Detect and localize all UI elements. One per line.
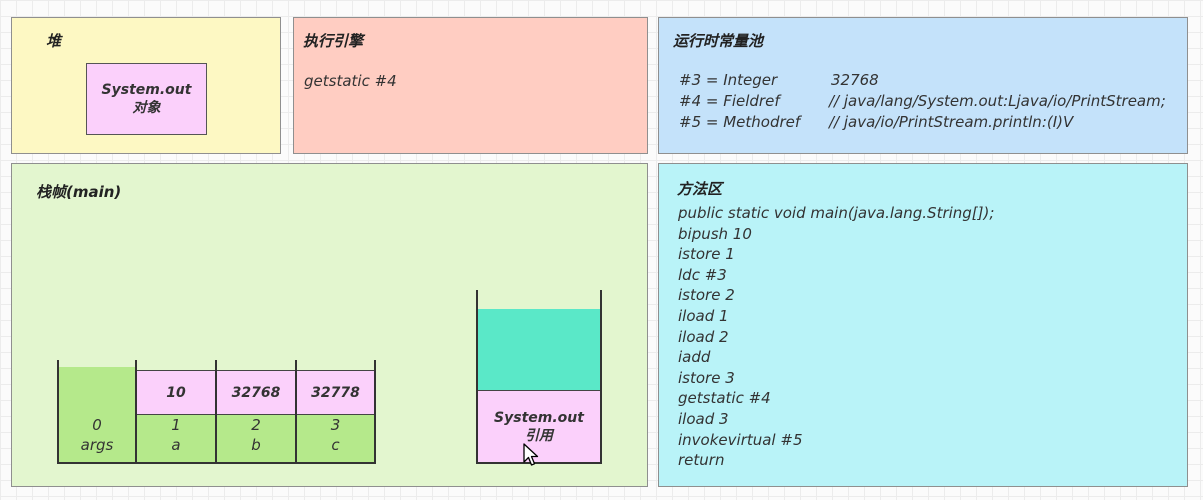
constant-pool-value: // java/io/PrintStream.println:(I)V [829,113,1074,131]
operand-entry-label: System.out [494,410,584,426]
local-slot-value: 32778 [297,370,374,415]
bytecode-line: iload 1 [678,307,729,325]
local-slot-index: 3 [330,416,341,434]
operand-entry-type: 引用 [525,428,553,444]
constant-pool-ref: #4 = Fieldref [679,92,780,110]
local-slot-1: 1 a [137,415,215,463]
constant-pool-title: 运行时常量池 [673,32,764,50]
local-slot-0: 0 args [59,367,135,463]
execution-engine-panel: 执行引擎 getstatic #4 [293,17,648,154]
slot-divider [374,360,376,464]
execution-engine-title: 执行引擎 [303,32,364,50]
constant-pool-value: // java/lang/System.out:Ljava/io/PrintSt… [829,92,1166,110]
system-out-object-type: 对象 [132,100,161,116]
constant-pool-value: 32768 [831,71,879,89]
local-slot-value: 10 [137,370,215,415]
stack-frame-panel: 栈帧(main) 0 args 10 1 a 32768 2 b 32778 3… [11,163,648,487]
heap-panel: 堆 System.out 对象 [11,17,281,154]
slot-divider [295,360,297,464]
bytecode-line: iadd [678,348,711,367]
mouse-cursor-icon [523,443,539,466]
system-out-object-label: System.out [101,82,192,98]
method-area-title: 方法区 [677,180,723,198]
bytecode-line: bipush 10 [678,224,752,243]
operand-stack-base [476,462,602,464]
bytecode-line: istore 2 [678,286,735,305]
heap-title: 堆 [46,32,62,50]
local-slot-name: b [251,436,261,454]
operand-stack-wall [476,290,478,464]
operand-stack-wall [600,290,602,464]
bytecode-line: istore 1 [678,245,735,264]
bytecode-line: iload 3 [678,410,729,428]
local-slot-name: a [171,436,181,454]
local-table-base [57,462,376,464]
local-slot-index: 2 [251,416,261,434]
bytecode-line: istore 3 [678,368,735,387]
bytecode-line: getstatic #4 [678,389,771,408]
bytecode-line: iload 2 [678,327,729,346]
local-slot-name: c [331,436,340,454]
bytecode-line: ldc #3 [678,265,727,284]
constant-pool-ref: #3 = Integer [679,71,778,89]
slot-divider [135,360,137,464]
runtime-constant-pool-panel: 运行时常量池 #3 = Integer 32768 #4 = Fieldref … [658,17,1188,154]
slot-divider [57,360,59,464]
bytecode-line: return [678,451,725,470]
method-area-panel: 方法区 public static void main(java.lang.St… [658,163,1188,487]
local-slot-index: 0 [92,416,102,434]
operand-stack-empty-slot [478,309,600,390]
system-out-object: System.out 对象 [86,63,207,135]
operand-stack-entry: System.out 引用 [478,390,600,463]
local-slot-3: 3 c [297,415,374,463]
slot-divider [215,360,217,464]
current-instruction: getstatic #4 [304,72,397,90]
local-slot-2: 2 b [217,415,295,463]
local-slot-index: 1 [171,416,181,434]
bytecode-line: public static void main(java.lang.String… [678,204,995,222]
stack-frame-title: 栈帧(main) [36,183,122,201]
constant-pool-ref: #5 = Methodref [679,113,801,131]
bytecode-line: invokevirtual #5 [678,430,803,449]
local-slot-name: args [80,436,114,454]
local-slot-value: 32768 [217,370,295,415]
